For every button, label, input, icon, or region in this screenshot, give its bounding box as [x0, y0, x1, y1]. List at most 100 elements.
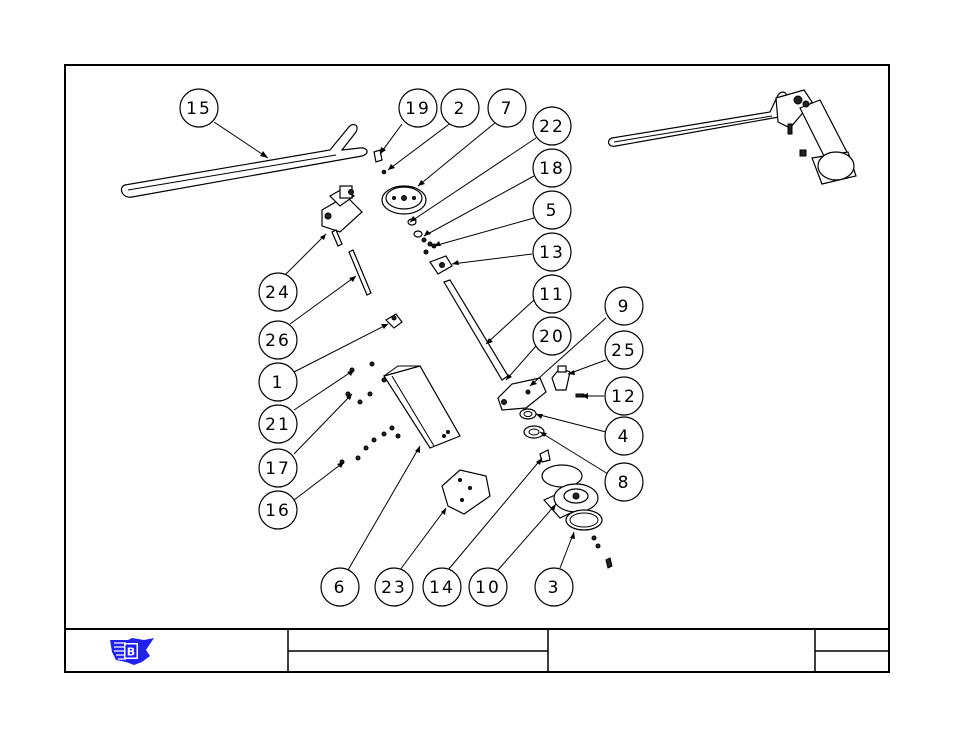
part-6-bracket	[383, 365, 461, 449]
callout-circle	[532, 232, 572, 272]
part-7-pulley	[381, 185, 427, 215]
callout-circle	[532, 274, 572, 314]
callout-label: 25	[611, 341, 637, 361]
callout-4: 4	[604, 416, 644, 456]
callout-bubbles: 15 19 2 7 22 18 5 13 11 20 9 25 12 4 8 24 26 1 21 17 16 6 23 14…	[179, 88, 644, 607]
part-8-bearing	[523, 425, 545, 439]
callout-label: 11	[539, 285, 565, 305]
part-15-arm	[120, 123, 368, 198]
callout-circle	[604, 462, 644, 502]
callout-18: 18	[532, 148, 572, 188]
callout-circle	[604, 286, 644, 326]
callout-22: 22	[532, 106, 572, 146]
callout-label: 22	[539, 117, 565, 137]
callout-label: 10	[475, 578, 501, 598]
callout-7: 7	[487, 88, 527, 128]
callout-15: 15	[179, 88, 219, 128]
callout-label: 12	[611, 387, 637, 407]
callout-24: 24	[258, 272, 298, 312]
leader-lines	[213, 121, 609, 571]
callout-circle	[398, 88, 438, 128]
callout-circle	[258, 490, 298, 530]
callout-23: 23	[374, 567, 414, 607]
callout-2: 2	[440, 88, 480, 128]
callout-10: 10	[468, 567, 508, 607]
callout-circle	[440, 88, 480, 128]
callout-label: 19	[405, 99, 431, 119]
callout-26: 26	[258, 320, 298, 360]
callout-circle	[422, 567, 462, 607]
callout-label: 23	[381, 578, 407, 598]
callout-circle	[320, 567, 360, 607]
callout-8: 8	[604, 462, 644, 502]
callout-11: 11	[532, 274, 572, 314]
callout-label: 21	[265, 415, 291, 435]
callout-1: 1	[258, 362, 298, 402]
callout-label: 26	[265, 331, 291, 351]
callout-label: 15	[186, 99, 212, 119]
part-10-wheel	[541, 464, 599, 519]
callout-25: 25	[604, 330, 644, 370]
callout-16: 16	[258, 490, 298, 530]
callout-circle	[487, 88, 527, 128]
callout-circle	[468, 567, 508, 607]
callout-label: 1	[272, 373, 285, 393]
part-axis-washers	[407, 218, 437, 255]
callout-label: 16	[265, 501, 291, 521]
callout-circle	[258, 448, 298, 488]
callout-circle	[604, 376, 644, 416]
callout-circle	[374, 567, 414, 607]
callout-circle	[258, 272, 298, 312]
callout-label: 5	[546, 201, 559, 221]
callout-circle	[258, 320, 298, 360]
callout-13: 13	[532, 232, 572, 272]
callout-17: 17	[258, 448, 298, 488]
callout-circle	[532, 316, 572, 356]
callout-21: 21	[258, 404, 298, 444]
callout-circle	[532, 190, 572, 230]
part-19-pin	[373, 149, 383, 163]
callout-label: 4	[618, 427, 631, 447]
callout-circle	[534, 567, 574, 607]
part-13-block	[429, 255, 453, 275]
callout-circle	[604, 330, 644, 370]
callout-label: 20	[539, 327, 565, 347]
svg-text:B: B	[127, 646, 135, 659]
callout-label: 2	[454, 99, 467, 119]
callout-label: 18	[539, 159, 565, 179]
drawing-border	[64, 64, 890, 673]
part-14-clip	[539, 449, 551, 463]
callout-label: 17	[265, 459, 291, 479]
callout-circle	[258, 404, 298, 444]
company-logo-icon: B	[110, 638, 154, 665]
callout-14: 14	[422, 567, 462, 607]
part-end-screws	[591, 535, 613, 569]
callout-5: 5	[532, 190, 572, 230]
callout-3: 3	[534, 567, 574, 607]
callout-label: 7	[501, 99, 514, 119]
callout-12: 12	[604, 376, 644, 416]
part-2-washer	[381, 169, 387, 175]
callout-19: 19	[398, 88, 438, 128]
part-3-oring	[565, 509, 603, 531]
title-block: B	[110, 629, 889, 672]
callout-label: 9	[618, 297, 631, 317]
callout-circle	[604, 416, 644, 456]
callout-label: 13	[539, 243, 565, 263]
part-26-rod	[348, 249, 372, 296]
part-1-clip	[385, 313, 403, 329]
callout-circle	[258, 362, 298, 402]
callout-circle	[179, 88, 219, 128]
callout-circle	[532, 148, 572, 188]
callout-label: 24	[265, 283, 291, 303]
callout-circle	[532, 106, 572, 146]
assembled-view	[607, 89, 857, 185]
part-23-plate	[441, 469, 491, 515]
callout-20: 20	[532, 316, 572, 356]
part-4-ring	[519, 408, 537, 420]
callout-label: 6	[334, 578, 347, 598]
part-11-shaft	[443, 279, 509, 381]
part-25-motor	[551, 365, 571, 391]
callout-6: 6	[320, 567, 360, 607]
